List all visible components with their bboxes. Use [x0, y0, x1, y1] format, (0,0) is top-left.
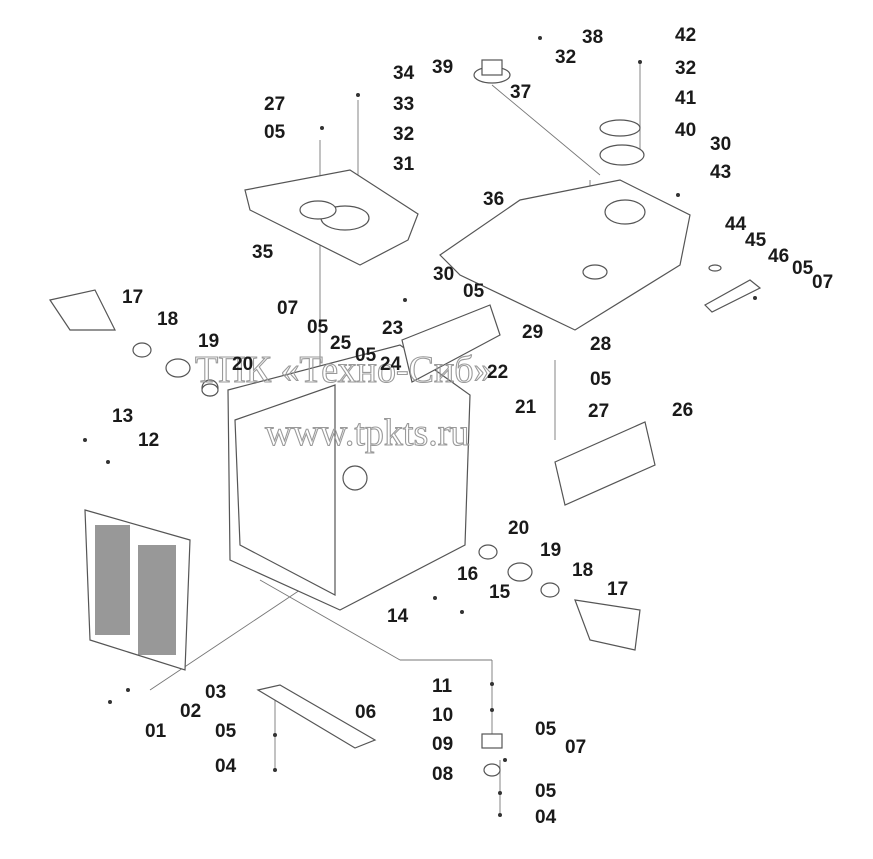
label-05-mid: 05	[463, 281, 485, 302]
label-41: 41	[675, 88, 697, 109]
label-44: 44	[725, 214, 747, 235]
label-05-mid2: 05	[307, 317, 329, 338]
flange-left-part-17	[49, 289, 116, 331]
label-07-bottom: 07	[565, 737, 586, 758]
label-19-left: 19	[198, 331, 219, 352]
watermark-url: www.tpkts.ru	[265, 412, 469, 454]
label-01: 01	[145, 721, 167, 742]
label-24: 24	[380, 354, 402, 375]
label-05-top: 05	[264, 122, 286, 143]
label-43: 43	[710, 162, 731, 183]
bracket-part-44-46	[704, 264, 762, 313]
label-18-right: 18	[572, 560, 593, 581]
label-05-right: 05	[792, 258, 814, 279]
label-12: 12	[138, 430, 159, 451]
side-panel-part-26	[554, 421, 656, 506]
label-18-left: 18	[157, 309, 178, 330]
label-04-right: 04	[535, 807, 557, 828]
label-11: 11	[432, 676, 453, 697]
grille-part-03	[84, 509, 191, 671]
label-21: 21	[515, 397, 537, 418]
hinge-part-09	[481, 733, 503, 777]
label-36: 36	[483, 189, 504, 210]
filler-cap-part-39	[473, 59, 511, 84]
label-32-mid: 32	[393, 124, 414, 145]
plate-part-06	[256, 684, 377, 749]
label-32-right: 32	[675, 58, 696, 79]
fastener-dots	[83, 36, 757, 817]
label-27-top: 27	[264, 94, 285, 115]
label-30-right: 30	[710, 134, 731, 155]
label-17-right: 17	[607, 579, 628, 600]
label-07-mid: 07	[277, 298, 298, 319]
seals-right	[478, 544, 560, 598]
label-30-mid: 30	[433, 264, 454, 285]
label-27-mid: 27	[588, 401, 609, 422]
label-32-top: 32	[555, 47, 576, 68]
label-20-right: 20	[508, 518, 529, 539]
label-05-mid4: 05	[590, 369, 612, 390]
panel-part-23	[401, 304, 501, 383]
label-39: 39	[432, 57, 453, 78]
label-14: 14	[387, 606, 409, 627]
label-16: 16	[457, 564, 478, 585]
label-35: 35	[252, 242, 274, 263]
flange-right-part-17	[574, 599, 641, 651]
label-05-bottom2: 05	[535, 719, 557, 740]
top-cover-part-35	[244, 169, 419, 266]
label-06: 06	[355, 702, 376, 723]
main-housing-part-14	[201, 344, 471, 611]
label-09: 09	[432, 734, 453, 755]
label-26: 26	[672, 400, 693, 421]
label-46: 46	[768, 246, 789, 267]
label-15: 15	[489, 582, 511, 603]
label-34: 34	[393, 63, 415, 84]
label-05-bottom3: 05	[535, 781, 557, 802]
label-29: 29	[522, 322, 543, 343]
seals-left	[132, 342, 219, 397]
label-38: 38	[582, 27, 603, 48]
label-28: 28	[590, 334, 611, 355]
label-07-right: 07	[812, 272, 833, 293]
gasket-rings-part-40-41	[599, 119, 645, 166]
label-19-right: 19	[540, 540, 561, 561]
label-22: 22	[487, 362, 508, 383]
label-40: 40	[675, 120, 696, 141]
label-13: 13	[112, 406, 133, 427]
label-17-left: 17	[122, 287, 143, 308]
label-05-mid3: 05	[355, 345, 377, 366]
label-23: 23	[382, 318, 403, 339]
label-05-bottom: 05	[215, 721, 237, 742]
watermark-company: ТПК «Техно-Сиб»	[195, 349, 493, 391]
label-33: 33	[393, 94, 414, 115]
label-10: 10	[432, 705, 453, 726]
label-45: 45	[745, 230, 767, 251]
top-panel-part-36	[439, 179, 691, 331]
label-42: 42	[675, 25, 696, 46]
label-02: 02	[180, 701, 201, 722]
label-20-left: 20	[232, 354, 253, 375]
label-04-left: 04	[215, 756, 237, 777]
label-08: 08	[432, 764, 453, 785]
label-25: 25	[330, 333, 352, 354]
label-31: 31	[393, 154, 415, 175]
label-37: 37	[510, 82, 531, 103]
part-labels: 38 32 39 37 42 32 41 40 30 43 34 33 32 3…	[112, 25, 833, 828]
label-03: 03	[205, 682, 226, 703]
